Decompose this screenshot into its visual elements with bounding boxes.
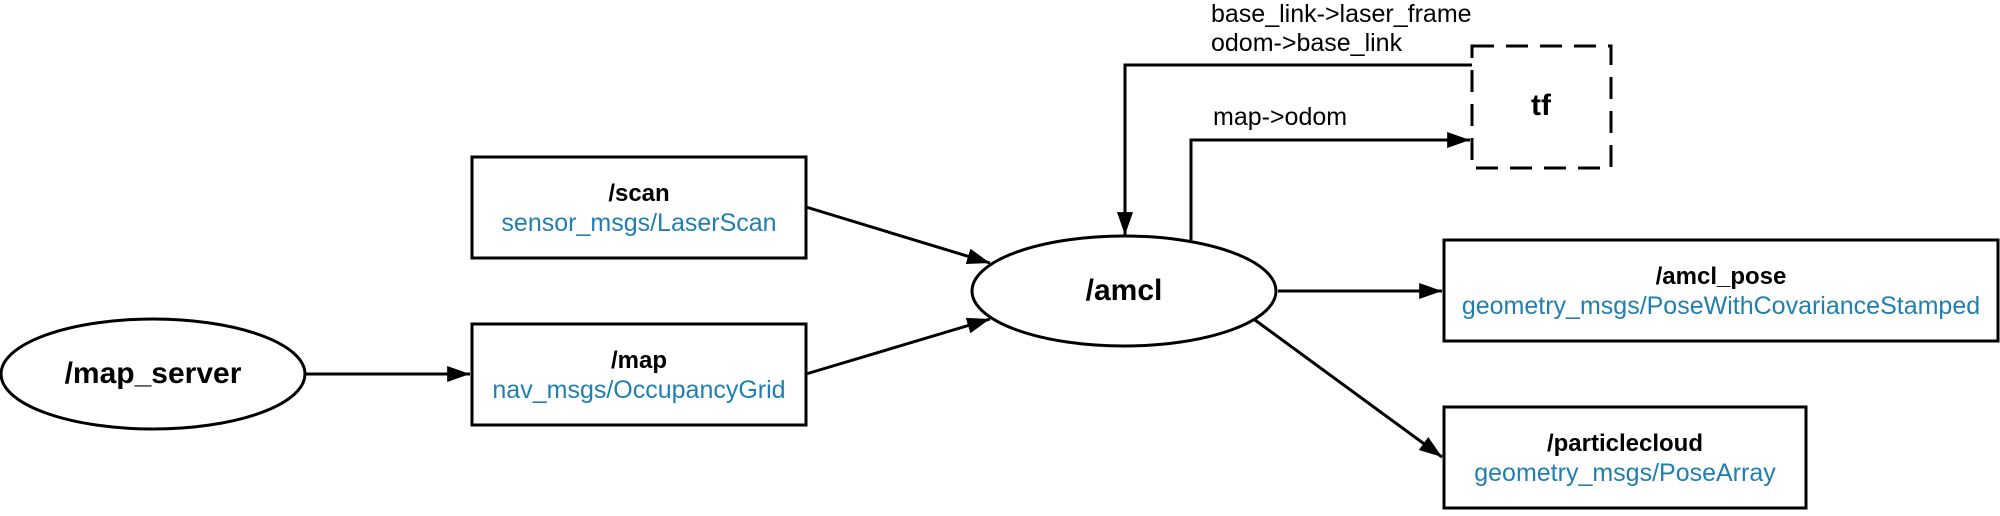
edge-label-map-odom: map->odom [1213, 103, 1347, 131]
topic-particlecloud-name: /particlecloud [1547, 430, 1703, 457]
edge-label-odom-base-link: odom->base_link [1211, 29, 1403, 57]
edge-tf-to-amcl [1117, 63, 1472, 236]
topic-map-name: /map [611, 347, 667, 374]
node-tf-shape [1470, 44, 1613, 170]
node-amcl-shape [970, 234, 1278, 348]
topic-scan: /scan sensor_msgs/LaserScan [470, 155, 808, 260]
topic-scan-name: /scan [608, 180, 669, 207]
topic-map-type: nav_msgs/OccupancyGrid [492, 376, 785, 404]
edge-amcl-to-particlecloud-topic [1254, 318, 1443, 459]
topic-scan-box [470, 155, 808, 260]
topic-amcl-pose-box [1442, 238, 2000, 343]
node-map-server-label: /map_server [65, 357, 242, 390]
topic-map: /map nav_msgs/OccupancyGrid [470, 322, 808, 427]
node-amcl: /amcl [970, 234, 1278, 348]
topic-amcl-pose-type: geometry_msgs/PoseWithCovarianceStamped [1462, 292, 1980, 320]
topic-particlecloud-box [1442, 405, 1808, 510]
topic-scan-type: sensor_msgs/LaserScan [501, 209, 776, 237]
edge-labels: base_link->laser_frame odom->base_link m… [1211, 0, 1472, 131]
topic-amcl-pose-name: /amcl_pose [1656, 263, 1787, 290]
edge-label-base-link-laser-frame: base_link->laser_frame [1211, 0, 1472, 28]
edge-amcl-to-tf [1189, 132, 1471, 240]
topic-particlecloud: /particlecloud geometry_msgs/PoseArray [1442, 405, 1808, 510]
edge-scan-topic-to-amcl [805, 205, 991, 265]
topic-map-box [470, 322, 808, 427]
node-tf: tf [1470, 44, 1613, 170]
node-tf-label: tf [1531, 89, 1552, 122]
edge-map-topic-to-amcl [805, 317, 991, 376]
topic-particlecloud-type: geometry_msgs/PoseArray [1474, 459, 1776, 487]
node-map-server-shape [0, 317, 307, 431]
edges [306, 63, 1472, 459]
topic-amcl-pose: /amcl_pose geometry_msgs/PoseWithCovaria… [1442, 238, 2000, 343]
node-amcl-label: /amcl [1086, 274, 1163, 307]
node-map-server: /map_server [0, 317, 307, 431]
